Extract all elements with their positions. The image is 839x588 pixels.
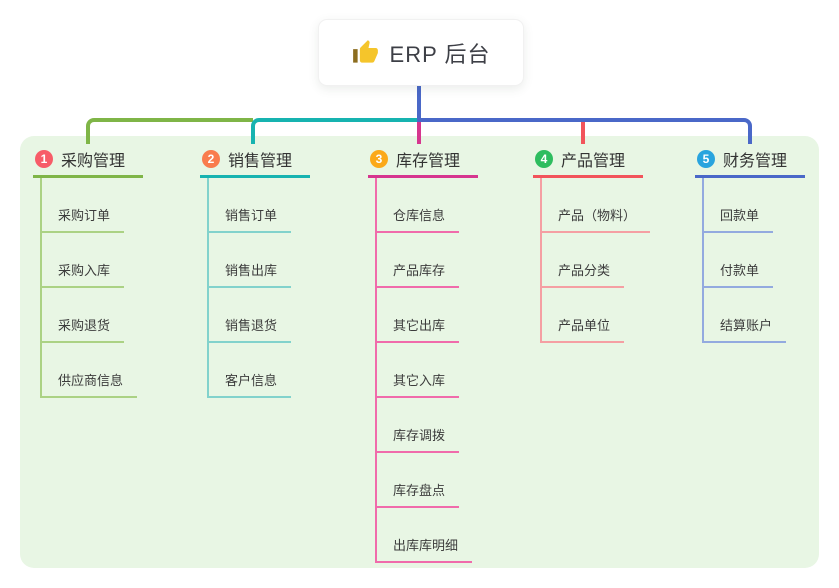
branch-label: 采购管理 (61, 152, 126, 170)
connector-branch1 (86, 118, 253, 144)
branch-product: 4 产品管理 产品（物料） 产品分类 产品单位 (533, 142, 651, 343)
child-node[interactable]: 采购退货 (42, 288, 125, 343)
children-group: 回款单 付款单 结算账户 (702, 178, 787, 343)
branch-inventory: 3 库存管理 仓库信息 产品库存 其它出库 其它入库 库存调拨 库存盘点 出库库… (368, 142, 478, 563)
child-node[interactable]: 产品库存 (377, 233, 460, 288)
thumbs-up-icon (352, 39, 379, 66)
child-node[interactable]: 客户信息 (209, 343, 292, 398)
child-node[interactable]: 产品单位 (542, 288, 625, 343)
child-node[interactable]: 采购订单 (42, 178, 125, 233)
branch-purchase: 1 采购管理 采购订单 采购入库 采购退货 供应商信息 (33, 142, 143, 398)
branch-label: 产品管理 (561, 152, 626, 170)
branch-badge: 5 (697, 149, 715, 168)
root-title: ERP 后台 (389, 41, 491, 67)
root-connector-line (417, 84, 421, 122)
branch-header[interactable]: 3 库存管理 (368, 142, 478, 178)
branch-sales: 2 销售管理 销售订单 销售出库 销售退货 客户信息 (200, 142, 310, 398)
branch-header[interactable]: 1 采购管理 (33, 142, 143, 178)
branch-badge: 2 (202, 149, 220, 168)
children-group: 销售订单 销售出库 销售退货 客户信息 (207, 178, 292, 398)
child-node[interactable]: 回款单 (704, 178, 774, 233)
child-node[interactable]: 产品（物料） (542, 178, 651, 233)
child-node[interactable]: 结算账户 (704, 288, 787, 343)
connector-branch2 (251, 118, 419, 144)
branch-header[interactable]: 4 产品管理 (533, 142, 643, 178)
connector-branch4 (581, 122, 585, 144)
child-node[interactable]: 采购入库 (42, 233, 125, 288)
child-node[interactable]: 付款单 (704, 233, 774, 288)
child-node[interactable]: 出库库明细 (377, 508, 473, 563)
child-node[interactable]: 供应商信息 (42, 343, 138, 398)
children-group: 采购订单 采购入库 采购退货 供应商信息 (40, 178, 138, 398)
branch-header[interactable]: 2 销售管理 (200, 142, 310, 178)
child-node[interactable]: 销售退货 (209, 288, 292, 343)
child-node[interactable]: 销售订单 (209, 178, 292, 233)
branch-label: 库存管理 (396, 152, 461, 170)
connector-branch3 (417, 122, 421, 144)
mindmap-panel (20, 136, 819, 568)
branch-badge: 4 (535, 149, 553, 168)
root-node[interactable]: ERP 后台 (318, 19, 524, 86)
child-node[interactable]: 仓库信息 (377, 178, 460, 233)
children-group: 产品（物料） 产品分类 产品单位 (540, 178, 651, 343)
branch-header[interactable]: 5 财务管理 (695, 142, 805, 178)
child-node[interactable]: 库存调拨 (377, 398, 460, 453)
child-node[interactable]: 产品分类 (542, 233, 625, 288)
child-node[interactable]: 库存盘点 (377, 453, 460, 508)
child-node[interactable]: 其它出库 (377, 288, 460, 343)
branch-finance: 5 财务管理 回款单 付款单 结算账户 (695, 142, 805, 343)
branch-label: 财务管理 (723, 152, 788, 170)
branch-badge: 1 (35, 149, 53, 168)
branch-badge: 3 (370, 149, 388, 168)
child-node[interactable]: 销售出库 (209, 233, 292, 288)
branch-label: 销售管理 (228, 152, 293, 170)
child-node[interactable]: 其它入库 (377, 343, 460, 398)
connector-branch5 (419, 118, 752, 144)
children-group: 仓库信息 产品库存 其它出库 其它入库 库存调拨 库存盘点 出库库明细 (375, 178, 473, 563)
